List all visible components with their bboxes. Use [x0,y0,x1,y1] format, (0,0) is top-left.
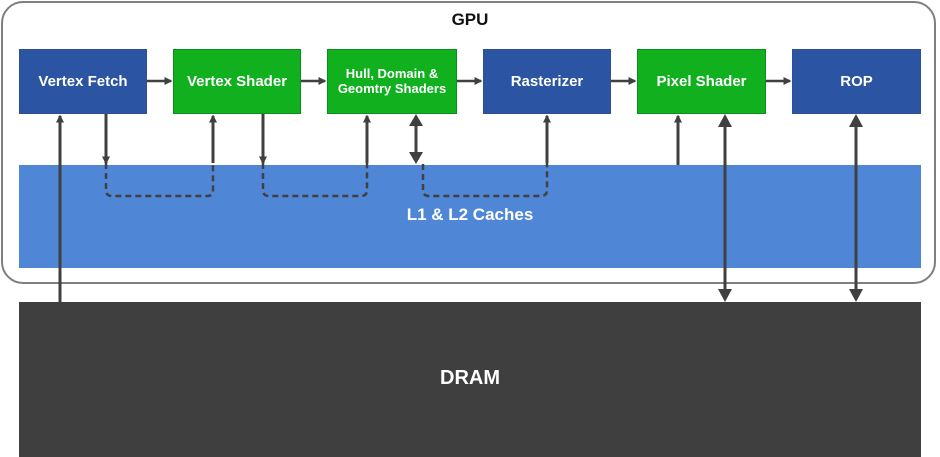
stage-hull-domain-geometry-shaders: Hull, Domain & Geomtry Shaders [327,49,457,114]
stage-vertex-fetch: Vertex Fetch [19,49,147,114]
stage-label: Pixel Shader [656,72,747,90]
stage-pixel-shader: Pixel Shader [637,49,766,114]
stage-label: Rasterizer [510,72,584,90]
stage-label: Vertex Shader [186,72,288,90]
arrowhead-down [849,289,863,302]
dram-label: DRAM [440,367,500,389]
stage-label: ROP [840,72,873,90]
dram-block [19,302,921,457]
arrowhead-down [718,289,732,302]
stage-label: Hull, Domain & Geomtry Shaders [337,65,447,96]
stage-vertex-shader: Vertex Shader [173,49,301,114]
stage-label: Vertex Fetch [38,72,128,90]
stage-rop: ROP [792,49,921,114]
stage-rasterizer: Rasterizer [483,49,611,114]
cache-label: L1 & L2 Caches [406,205,534,224]
gpu-title: GPU [451,10,489,29]
